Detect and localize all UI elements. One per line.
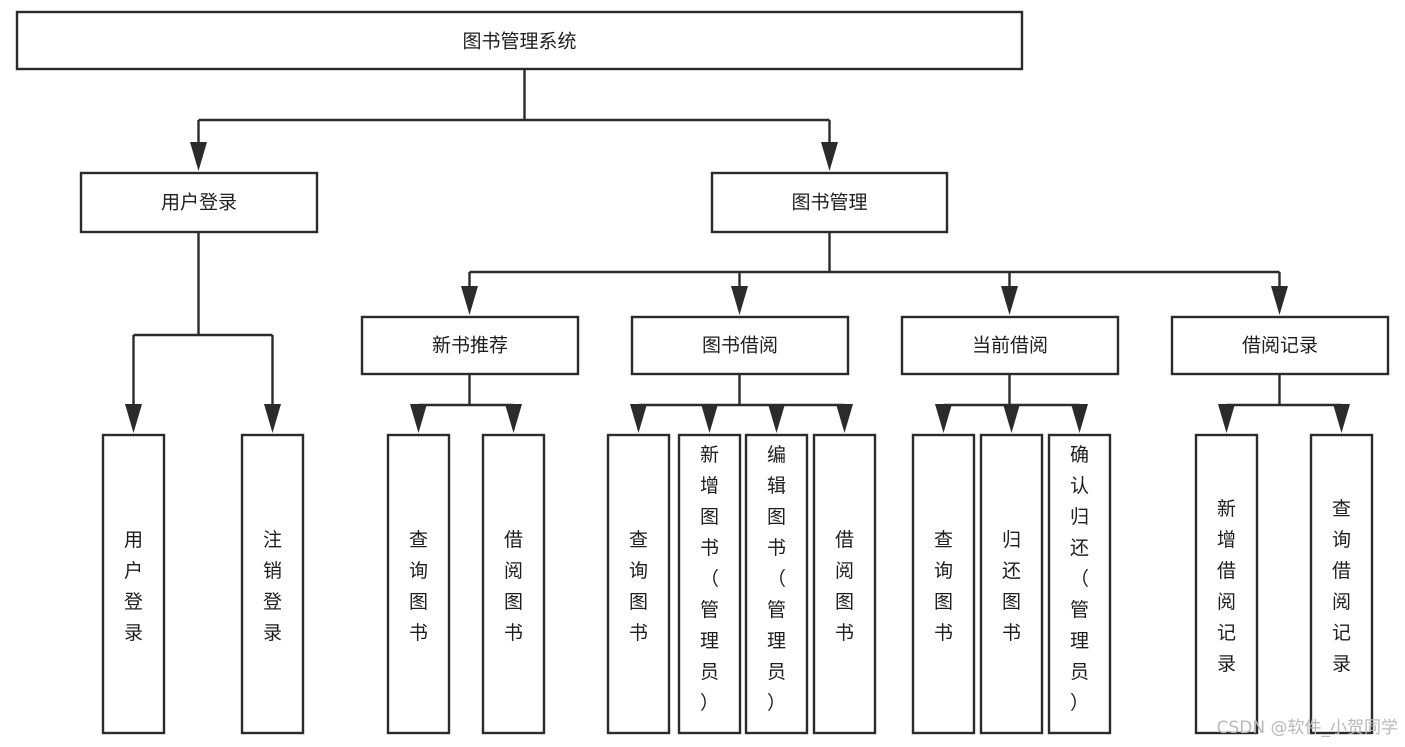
leaf-query-book-borrow-box[interactable] <box>606 433 671 735</box>
node-new-book-recommend[interactable]: 新书推荐 <box>360 315 580 376</box>
leaf-borrow-book-borrow-label: 借阅图书 <box>835 529 854 644</box>
node-book-borrow-box[interactable] <box>630 315 850 376</box>
leaf-add-borrow-record-label: 新增借阅记录 <box>1217 498 1236 675</box>
leaf-borrow-book-borrow-box[interactable] <box>812 433 877 735</box>
leaf-node-confirm-return-admin[interactable]: 确认归还（管理员） <box>1047 433 1112 735</box>
leaf-add-borrow-record-box[interactable] <box>1194 433 1259 735</box>
leaf-node-add-book-admin[interactable]: 新增图书（管理员） <box>677 433 742 735</box>
node-root-label: 图书管理系统 <box>462 31 576 53</box>
arrow-head-leaf-query-book-current <box>935 404 952 433</box>
leaf-return-book-box[interactable] <box>979 433 1044 735</box>
arrow-head-book-borrow <box>731 286 748 315</box>
leaf-node-edit-book-admin[interactable]: 编辑图书（管理员） <box>744 433 809 735</box>
leaf-query-book-current-box[interactable] <box>911 433 976 735</box>
arrow-head-leaf-query-book-recommend <box>410 404 427 433</box>
node-book-borrow-label: 图书借阅 <box>702 335 778 357</box>
watermark-label: CSDN @软件_小贺同学 <box>1217 718 1398 738</box>
leaf-edit-book-admin-label: 编辑图书（管理员） <box>767 444 786 714</box>
leaf-query-book-recommend-box[interactable] <box>386 433 451 735</box>
node-book-manage-label: 图书管理 <box>791 192 867 214</box>
leaf-confirm-return-admin-box[interactable] <box>1047 433 1112 735</box>
leaf-logout-box[interactable] <box>240 433 305 735</box>
node-root-box[interactable] <box>15 10 1024 71</box>
arrow-head-leaf-add-borrow-record <box>1218 404 1235 433</box>
leaf-query-book-current-label: 查询图书 <box>934 529 953 644</box>
leaf-node-user-login[interactable]: 用户登录 <box>101 433 166 735</box>
leaf-logout-label: 注销登录 <box>263 529 282 644</box>
leaf-return-book-label: 归还图书 <box>1002 529 1021 644</box>
leaf-node-borrow-book-recommend[interactable]: 借阅图书 <box>481 433 546 735</box>
arrow-head-leaf-edit-book-admin <box>768 404 785 433</box>
arrow-head-leaf-user-login <box>125 404 142 433</box>
arrow-head-leaf-query-book-borrow <box>630 404 647 433</box>
arrow-head-leaf-borrow-book-borrow <box>836 404 853 433</box>
node-current-borrow-label: 当前借阅 <box>972 335 1048 357</box>
leaf-node-add-borrow-record[interactable]: 新增借阅记录 <box>1194 433 1259 735</box>
arrow-head-user-login <box>190 142 207 171</box>
leaf-user-login-label: 用户登录 <box>124 529 143 644</box>
arrow-head-book-manage <box>821 142 838 171</box>
leaf-node-query-borrow-record[interactable]: 查询借阅记录 <box>1309 433 1374 735</box>
node-root[interactable]: 图书管理系统 <box>15 10 1024 71</box>
node-borrow-record-label: 借阅记录 <box>1242 335 1318 357</box>
node-borrow-record[interactable]: 借阅记录 <box>1170 315 1390 376</box>
node-current-borrow-box[interactable] <box>900 315 1120 376</box>
leaf-edit-book-admin-box[interactable] <box>744 433 809 735</box>
arrow-head-current-borrow <box>1001 286 1018 315</box>
node-borrow-record-box[interactable] <box>1170 315 1390 376</box>
leaf-user-login-box[interactable] <box>101 433 166 735</box>
arrow-head-leaf-return-book <box>1003 404 1020 433</box>
leaf-add-book-admin-label: 新增图书（管理员） <box>700 444 719 714</box>
leaf-node-query-book-current[interactable]: 查询图书 <box>911 433 976 735</box>
node-new-book-recommend-label: 新书推荐 <box>432 335 508 357</box>
arrow-head-leaf-query-borrow-record <box>1333 404 1350 433</box>
leaf-node-query-book-borrow[interactable]: 查询图书 <box>606 433 671 735</box>
connector-layer <box>125 69 1350 433</box>
arrow-head-leaf-add-book-admin <box>701 404 718 433</box>
node-new-book-recommend-box[interactable] <box>360 315 580 376</box>
arrow-head-leaf-borrow-book-recommend <box>505 404 522 433</box>
leaf-query-borrow-record-label: 查询借阅记录 <box>1332 498 1351 675</box>
node-book-borrow[interactable]: 图书借阅 <box>630 315 850 376</box>
leaf-borrow-book-recommend-box[interactable] <box>481 433 546 735</box>
leaf-node-query-book-recommend[interactable]: 查询图书 <box>386 433 451 735</box>
arrow-head-leaf-confirm-return-admin <box>1071 404 1088 433</box>
node-book-manage[interactable]: 图书管理 <box>710 171 949 234</box>
leaf-node-return-book[interactable]: 归还图书 <box>979 433 1044 735</box>
leaf-node-logout[interactable]: 注销登录 <box>240 433 305 735</box>
leaf-node-borrow-book-borrow[interactable]: 借阅图书 <box>812 433 877 735</box>
node-user-login-box[interactable] <box>79 171 319 234</box>
node-current-borrow[interactable]: 当前借阅 <box>900 315 1120 376</box>
leaf-add-book-admin-box[interactable] <box>677 433 742 735</box>
arrow-head-new-book-recommend <box>461 286 478 315</box>
node-user-login[interactable]: 用户登录 <box>79 171 319 234</box>
arrow-head-borrow-record <box>1271 286 1288 315</box>
arrow-head-leaf-logout <box>264 404 281 433</box>
node-book-manage-box[interactable] <box>710 171 949 234</box>
leaf-borrow-book-recommend-label: 借阅图书 <box>504 529 523 644</box>
node-user-login-label: 用户登录 <box>161 192 237 214</box>
leaf-confirm-return-admin-label: 确认归还（管理员） <box>1070 444 1089 714</box>
leaf-query-book-borrow-label: 查询图书 <box>629 529 648 644</box>
leaf-query-borrow-record-box[interactable] <box>1309 433 1374 735</box>
leaf-query-book-recommend-label: 查询图书 <box>409 529 428 644</box>
